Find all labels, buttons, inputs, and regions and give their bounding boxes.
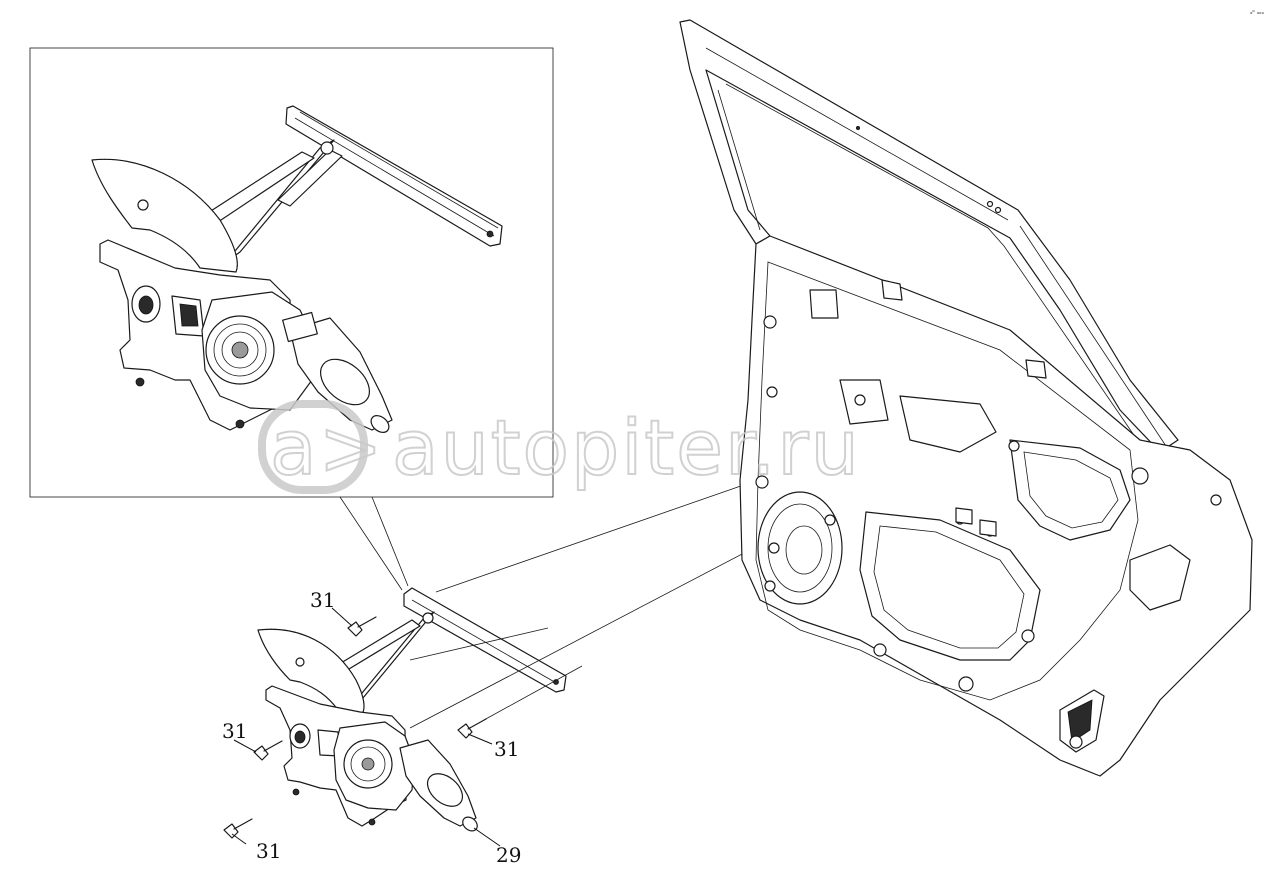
bolt-bottom-part bbox=[223, 818, 253, 839]
callout-31-bottom: 31 bbox=[256, 839, 281, 863]
service-cutout bbox=[859, 511, 1041, 661]
callout-29-motor: 29 bbox=[496, 843, 521, 867]
callout-31-left: 31 bbox=[222, 719, 247, 743]
leader-bolt-right bbox=[467, 733, 493, 745]
speaker-opening bbox=[757, 491, 843, 605]
leader-bolt-bottom bbox=[231, 833, 247, 845]
inset-sector-gear bbox=[91, 158, 238, 273]
detail-inset bbox=[29, 47, 554, 591]
corner-mark: ₐᵖ ₐₒₒ bbox=[1250, 9, 1265, 16]
leader-bolt-left bbox=[233, 739, 257, 753]
alignment-line-bolt-right bbox=[483, 665, 583, 721]
inset-leader-left bbox=[339, 496, 403, 591]
door-panel bbox=[679, 19, 1253, 777]
watermark-logo: a> bbox=[270, 403, 384, 492]
rail bbox=[403, 587, 567, 693]
leader-motor bbox=[473, 827, 501, 847]
callout-31-right: 31 bbox=[494, 737, 519, 761]
alignment-line-rail-door bbox=[435, 479, 759, 593]
watermark: a> autopiter.ru bbox=[258, 400, 861, 494]
watermark-text: autopiter.ru bbox=[392, 403, 861, 492]
inset-leader-right bbox=[371, 496, 409, 587]
alignment-line-rail-upper bbox=[409, 627, 549, 661]
bolt-upper-left-part bbox=[347, 616, 377, 637]
inner-pocket bbox=[899, 395, 997, 453]
arms bbox=[335, 611, 435, 711]
motor-unit bbox=[333, 721, 478, 832]
watermark-logo-frame bbox=[258, 400, 368, 494]
bolt-left-part bbox=[253, 740, 283, 761]
inset-rail bbox=[285, 105, 503, 247]
regulator-assembly bbox=[257, 587, 567, 832]
inset-arms bbox=[199, 139, 343, 263]
detail-frame bbox=[29, 47, 554, 498]
inset-motor bbox=[201, 291, 393, 433]
callout-31-upper-left: 31 bbox=[310, 588, 335, 612]
leader-bolt-upper-left bbox=[331, 607, 353, 627]
handle-opening bbox=[1009, 439, 1131, 541]
